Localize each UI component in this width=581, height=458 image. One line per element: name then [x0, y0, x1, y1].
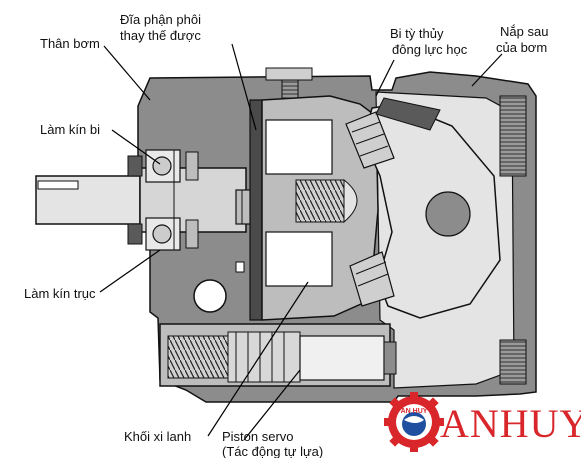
logo-badge-text: AN HUY — [401, 408, 428, 415]
cylinder-block — [193, 95, 379, 321]
label-dia-phan-phoi-line2: thay thế được — [120, 28, 201, 43]
label-piston-servo-line2: (Tác động tự lựa) — [222, 444, 323, 458]
logo-wordmark: ANHUY — [440, 401, 581, 446]
anhuy-logo: AN HUY ANHUY — [384, 392, 581, 452]
valve-plate — [249, 99, 263, 321]
leader-lines — [99, 43, 503, 441]
label-than-bom: Thân bơm — [40, 36, 100, 51]
swash-pivot — [425, 191, 471, 237]
shaft-seal — [127, 151, 199, 249]
label-dia-phan-phoi-line1: Đĩa phận phôi — [120, 12, 201, 27]
swash-plate — [345, 97, 501, 319]
label-piston-servo-line1: Piston servo — [222, 429, 294, 444]
bearing-ball-top — [152, 156, 172, 176]
top-port-thread — [499, 95, 527, 177]
bottom-port-thread — [499, 339, 527, 385]
label-lam-kin-bi: Làm kín bi — [40, 122, 100, 137]
label-nap-sau-line1: Nắp sau — [500, 24, 548, 39]
servo-piston-assembly — [159, 323, 397, 387]
label-bi-ty-thuy-line1: Bi tỳ thủy — [390, 26, 444, 41]
gear-icon: AN HUY — [384, 392, 444, 452]
servo-piston — [299, 335, 385, 381]
label-lam-kin-truc: Làm kín trục — [24, 286, 96, 301]
shaft-bearing — [145, 149, 181, 251]
labels: Thân bơm Đĩa phận phôi thay thế được Bi … — [24, 12, 548, 458]
label-khoi-xi-lanh: Khối xi lanh — [124, 429, 191, 444]
label-nap-sau-line2: của bơm — [496, 40, 547, 55]
bearing-ball-bottom — [152, 224, 172, 244]
label-bi-ty-thuy-line2: đông lực học — [392, 42, 468, 57]
